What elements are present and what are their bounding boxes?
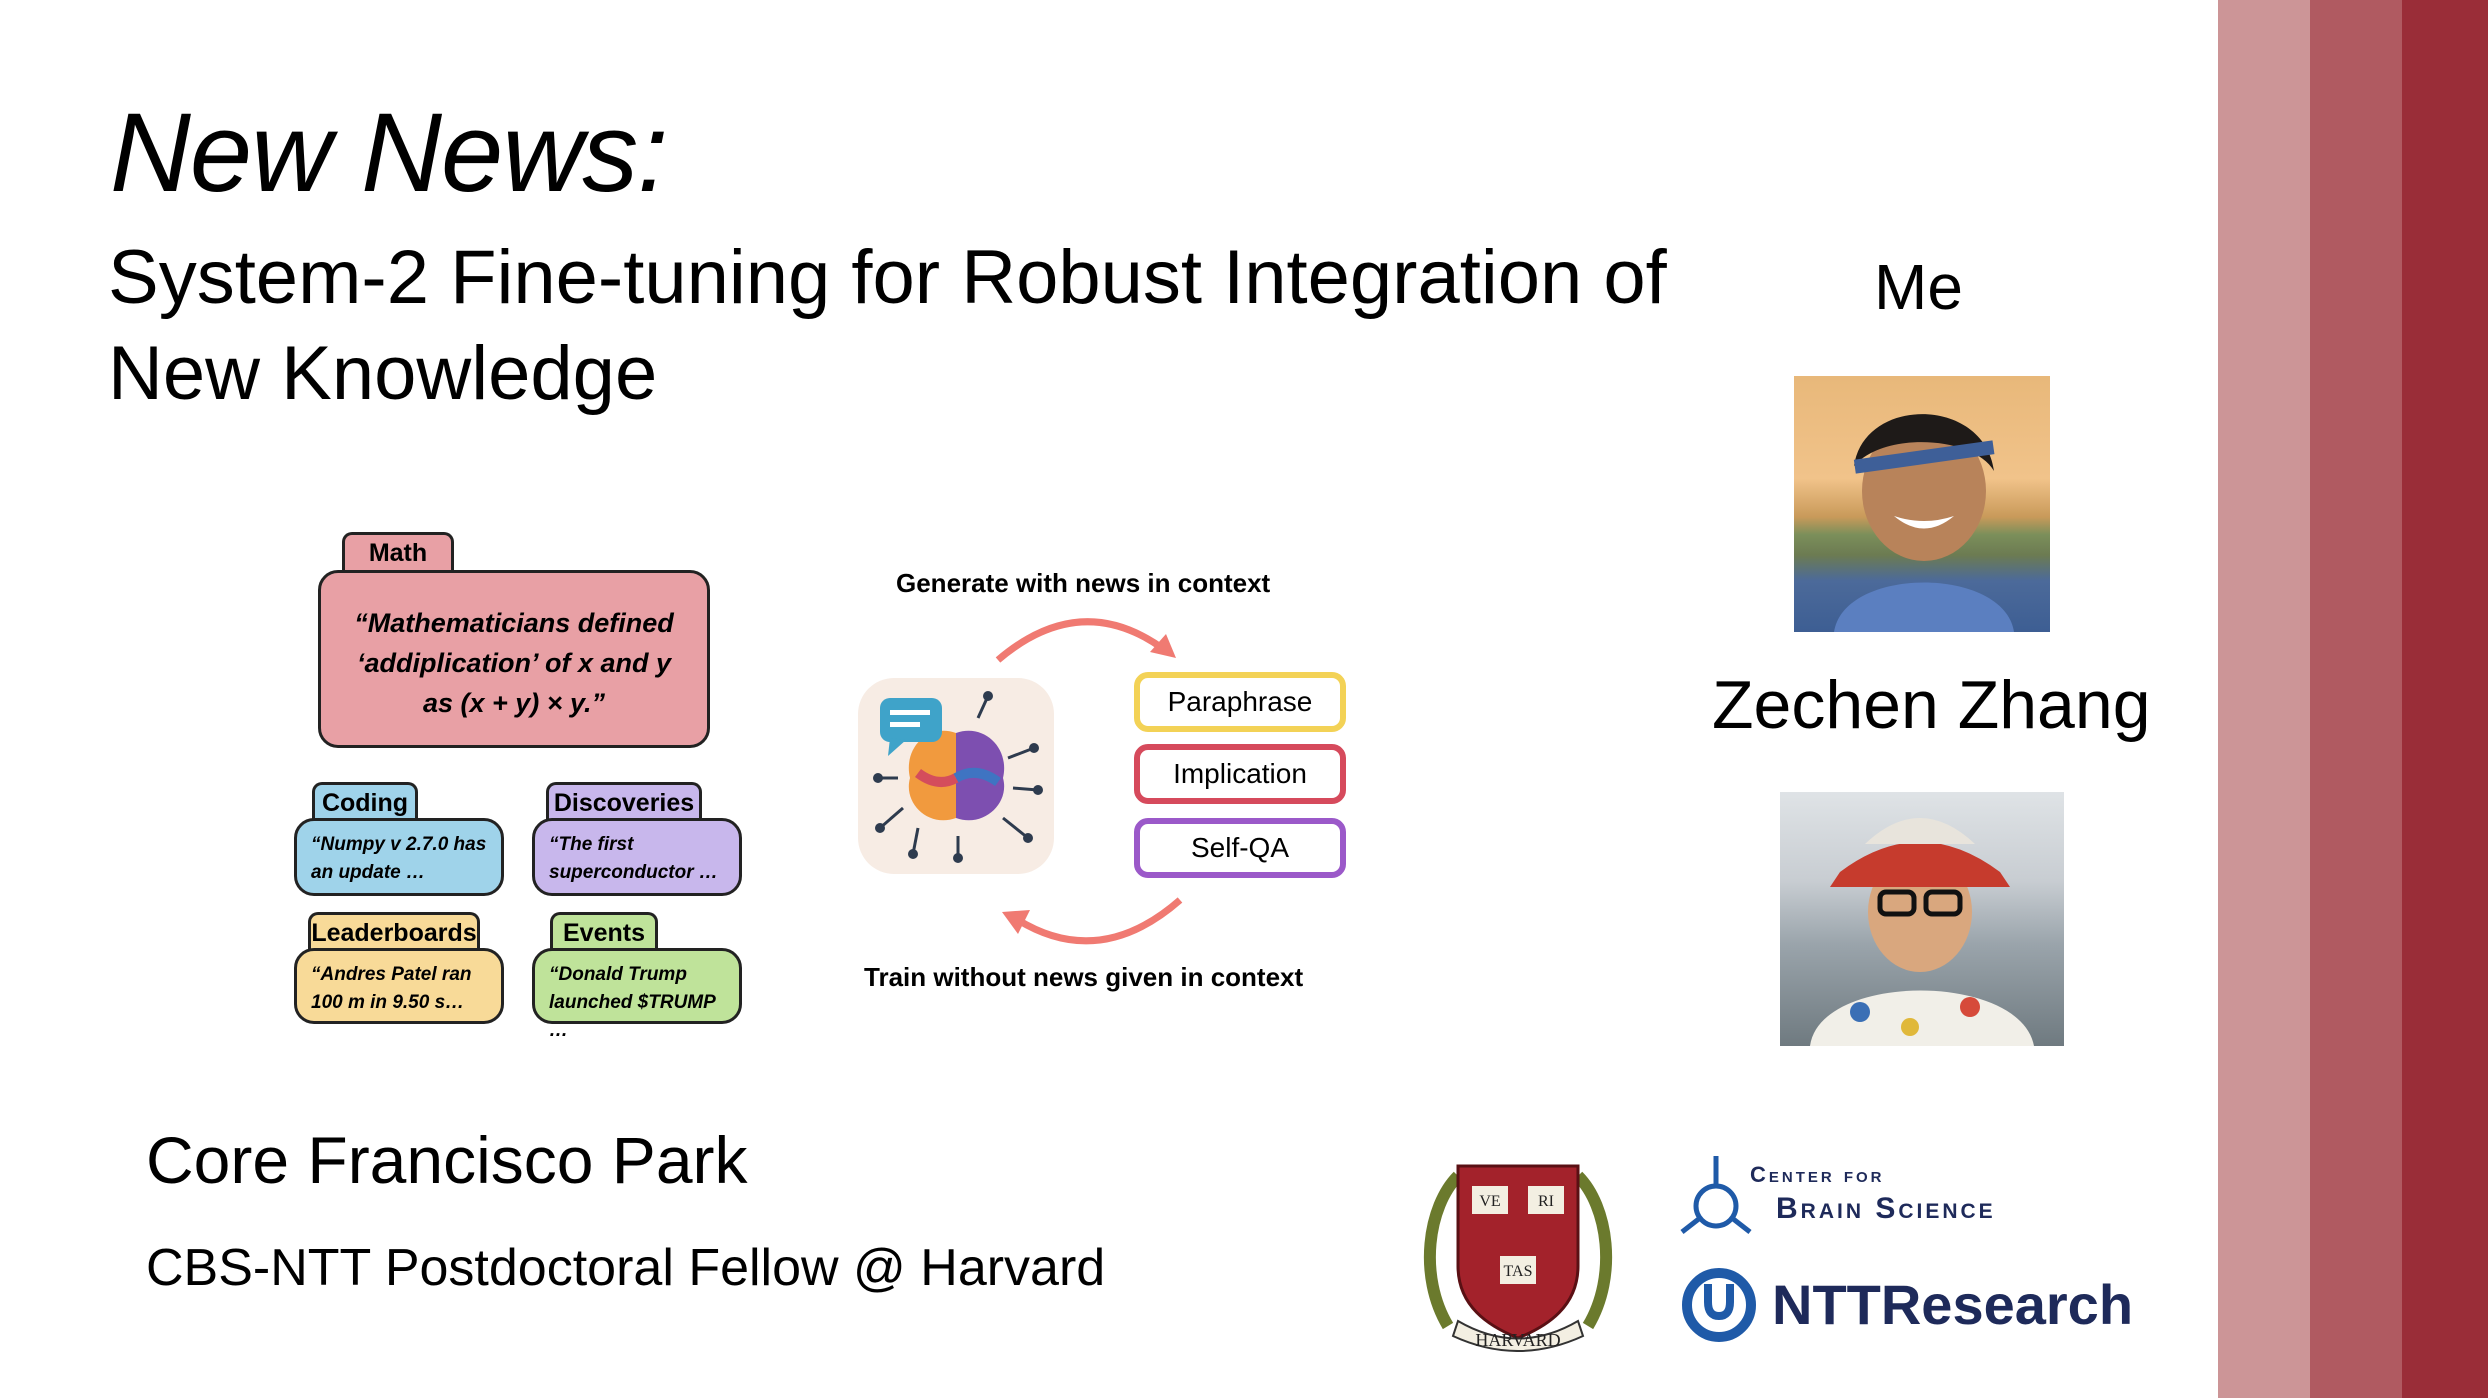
implication-label: Implication [1173, 758, 1307, 789]
cbs-text-line2: Brain Science [1776, 1192, 1996, 1225]
ntt-logo-icon [1680, 1266, 1758, 1344]
leaderboards-tab: Leaderboards [308, 912, 480, 951]
events-box: “Donald Trump launched $TRUMP … [532, 948, 742, 1041]
presenter-name: Zechen Zhang [1712, 667, 2151, 743]
seal-ri: RI [1538, 1193, 1554, 1210]
self-qa-label: Self-QA [1190, 832, 1290, 863]
math-box: “Mathematicians defined ‘addiplication’ … [318, 570, 710, 748]
decor-stripe-dark [2402, 0, 2488, 1398]
slide-title: New News: [110, 90, 668, 215]
events-tab-label: Events [563, 919, 645, 947]
decor-stripe-mid [2310, 0, 2402, 1398]
coding-box: “Numpy v 2.7.0 has an update … [294, 818, 504, 896]
math-tab-label: Math [368, 539, 428, 567]
events-box-text: “Donald Trump launched $TRUMP … [549, 964, 716, 1041]
cbs-logo-icon [1676, 1152, 1756, 1236]
seal-ve: VE [1479, 1193, 1500, 1210]
author-name: Core Francisco Park [146, 1123, 748, 1197]
decor-stripe-light [2218, 0, 2310, 1398]
implication-box: Implication [1134, 744, 1346, 804]
generate-arrow-icon [995, 618, 1176, 663]
photo-presenter [1794, 376, 2050, 632]
leaderboards-box: “Andres Patel ran 100 m in 9.50 s… [294, 948, 504, 1024]
discoveries-box-text: “The first superconductor … [549, 834, 718, 883]
leaderboards-tab-label: Leaderboards [311, 919, 477, 947]
photo-author [1780, 792, 2064, 1046]
seal-banner: HARVARD [1475, 1330, 1560, 1350]
discoveries-box: “The first superconductor … [532, 818, 742, 896]
train-label: Train without news given in context [864, 962, 1304, 992]
slide-subtitle: System-2 Fine-tuning for Robust Integrat… [108, 235, 1667, 416]
seal-tas: TAS [1504, 1263, 1533, 1280]
discoveries-tab-label: Discoveries [553, 789, 695, 817]
author-affiliation: CBS-NTT Postdoctoral Fellow @ Harvard [146, 1239, 1106, 1297]
me-label: Me [1874, 251, 1963, 323]
discoveries-tab: Discoveries [546, 782, 702, 821]
leaderboards-box-text: “Andres Patel ran 100 m in 9.50 s… [311, 964, 472, 1013]
math-box-text: “Mathematicians defined ‘addiplication’ … [354, 608, 674, 718]
train-arrow-icon [1002, 897, 1183, 945]
generate-label: Generate with news in context [896, 568, 1271, 598]
brain-icon [858, 678, 1054, 874]
paraphrase-box: Paraphrase [1134, 672, 1346, 732]
coding-tab: Coding [312, 782, 418, 821]
harvard-logo: VE RI TAS HARVARD [1418, 1156, 1618, 1352]
coding-tab-label: Coding [321, 789, 409, 817]
cbs-text-line1: Center for [1750, 1162, 1885, 1187]
math-tab: Math [342, 532, 454, 575]
self-qa-box: Self-QA [1134, 818, 1346, 878]
ntt-research-text: NTTResearch [1772, 1273, 2134, 1336]
events-tab: Events [550, 912, 658, 951]
coding-box-text: “Numpy v 2.7.0 has an update … [311, 834, 487, 883]
paraphrase-label: Paraphrase [1167, 686, 1313, 717]
